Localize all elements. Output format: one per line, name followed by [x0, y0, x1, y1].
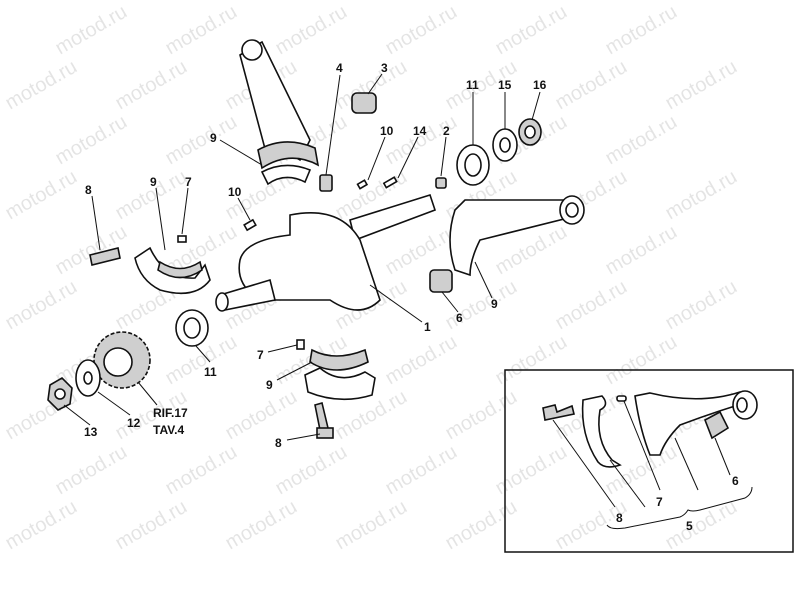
inset-label-7-cap: 7 [656, 495, 663, 509]
watermark-text: motod.ru [662, 56, 741, 115]
connecting-rod-upper [239, 39, 320, 186]
watermark-text: motod.ru [492, 331, 571, 390]
watermark-text: motod.ru [552, 56, 631, 115]
label-8: 8 [85, 183, 92, 197]
watermark-text: motod.ru [602, 441, 681, 500]
plug-2 [435, 177, 447, 189]
watermark-text: motod.ru [382, 1, 461, 60]
watermark-text: motod.ru [662, 0, 741, 4]
key-14 [382, 176, 398, 189]
watermark-text: motod.ru [52, 111, 131, 170]
watermark-text: motod.ru [112, 0, 191, 4]
bearing-shell-9-left [157, 260, 203, 279]
label-13: 13 [84, 425, 98, 439]
label-7: 7 [185, 175, 192, 189]
watermark-text: motod.ru [332, 0, 411, 4]
watermark-text: motod.ru [602, 111, 681, 170]
bearing-shell-9-lower [309, 348, 369, 371]
watermark-text: motod.ru [2, 166, 81, 225]
rod-cap-lower [304, 367, 376, 401]
watermark-text: motod.ru [2, 496, 81, 555]
watermark-text: motod.ru [162, 111, 241, 170]
watermark-text: motod.ru [222, 0, 301, 4]
screw-4 [319, 174, 333, 192]
bushing-3 [351, 92, 377, 114]
inset-connecting-rod-assembly: 8 7 7 6 5 [504, 369, 794, 553]
watermark-text: motod.ru [442, 496, 521, 555]
callout-labels: 4 3 11 15 16 9 10 14 2 8 9 7 10 1 6 9 11… [84, 61, 547, 450]
label-9: 9 [266, 378, 273, 392]
watermark-text: motod.ru [662, 496, 741, 555]
label-12: 12 [127, 416, 141, 430]
label-16: 16 [533, 78, 547, 92]
pin-10 [356, 179, 369, 190]
reference-line2: TAV.4 [153, 423, 184, 437]
leader-lines [63, 73, 541, 441]
watermark-text: motod.ru [492, 1, 571, 60]
inset-label-6: 6 [732, 474, 739, 488]
watermark-text: motod.ru [552, 0, 631, 4]
bushing-6 [429, 269, 453, 293]
pin-7-lower [296, 339, 305, 350]
watermark-text: motod.ru [442, 0, 521, 4]
connecting-rod-right [449, 195, 585, 277]
watermark-text: motod.ru [602, 331, 681, 390]
watermark-text: motod.ru [112, 496, 191, 555]
label-14: 14 [413, 124, 427, 138]
watermark-text: motod.ru [382, 111, 461, 170]
watermark-text: motod.ru [272, 1, 351, 60]
inset-label-8: 8 [616, 511, 623, 525]
watermark-text: motod.ru [222, 496, 301, 555]
watermark-text: motod.ru [2, 56, 81, 115]
label-1: 1 [424, 320, 431, 334]
watermark-text: motod.ru [662, 276, 741, 335]
pin-7-left [177, 235, 187, 243]
bolt-8-lower [314, 402, 329, 431]
watermark-text: motod.ru [442, 386, 521, 445]
label-6: 6 [456, 311, 463, 325]
crankshaft [215, 194, 437, 312]
watermark-text: motod.ru [162, 1, 241, 60]
watermark-text: motod.ru [492, 441, 571, 500]
watermark-text: motod.ru [382, 441, 461, 500]
reference-line1: RIF.17 [153, 406, 188, 420]
watermark-text: motod.ru [112, 56, 191, 115]
label-9: 9 [210, 131, 217, 145]
label-4: 4 [336, 61, 343, 75]
watermark-text: motod.ru [2, 0, 81, 4]
watermark-text: motod.ru [552, 276, 631, 335]
label-9: 9 [150, 175, 157, 189]
inset-label-5: 5 [686, 519, 693, 533]
watermark-text: motod.ru [552, 496, 631, 555]
watermark-text: motod.ru [2, 276, 81, 335]
watermark-text: motod.ru [602, 1, 681, 60]
label-2: 2 [443, 124, 450, 138]
bolt-8-left [89, 247, 121, 266]
watermark-text: motod.ru [162, 441, 241, 500]
watermark-text: motod.ru [222, 386, 301, 445]
label-10: 10 [228, 185, 242, 199]
label-15: 15 [498, 78, 512, 92]
label-7: 7 [257, 348, 264, 362]
label-9: 9 [491, 297, 498, 311]
bolt-8-head [316, 427, 334, 439]
watermark-text: motod.ru [442, 276, 521, 335]
label-11: 11 [466, 78, 479, 92]
watermark-text: motod.ru [662, 166, 741, 225]
pin-10-left [243, 218, 257, 232]
label-10: 10 [380, 124, 394, 138]
label-11: 11 [204, 365, 217, 379]
label-8: 8 [275, 436, 282, 450]
watermark-text: motod.ru [52, 1, 131, 60]
watermark-text: motod.ru [52, 441, 131, 500]
watermark-text: motod.ru [332, 496, 411, 555]
watermark-text: motod.ru [602, 221, 681, 280]
watermark-text: motod.ru [382, 331, 461, 390]
label-3: 3 [381, 61, 388, 75]
watermark-text: motod.ru [272, 441, 351, 500]
